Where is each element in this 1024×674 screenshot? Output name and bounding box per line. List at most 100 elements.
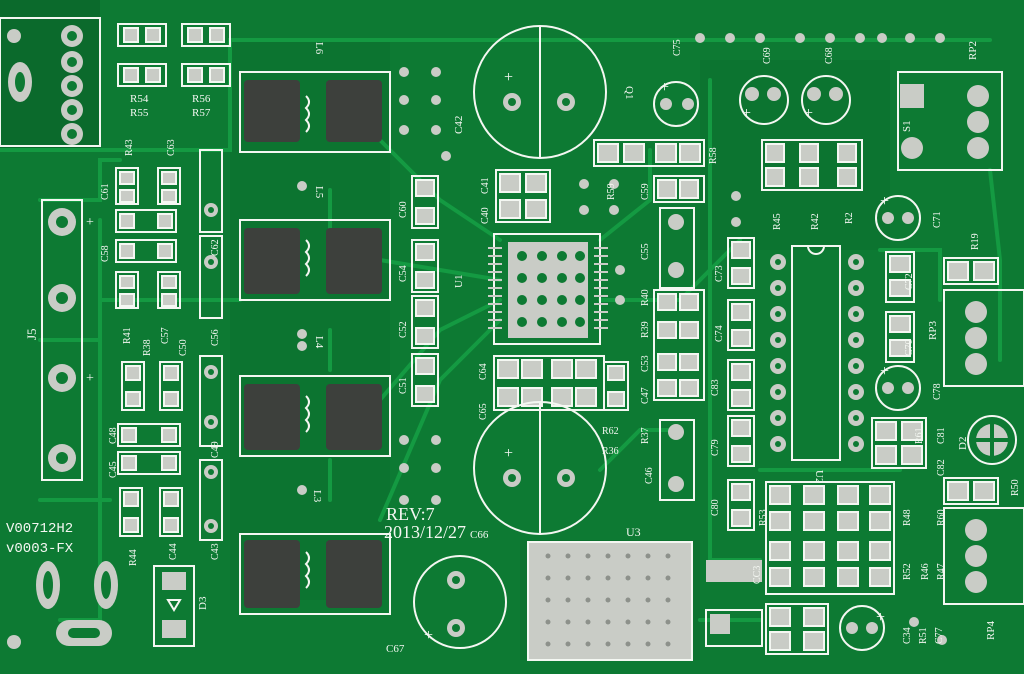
label-r43: R43 [124, 139, 135, 156]
board-code-line-1: V00712H2 [6, 521, 73, 537]
label-c33: CC3 [752, 566, 763, 584]
label-r60: R60 [936, 509, 947, 526]
label-r48: R48 [902, 509, 913, 526]
label-rp3: RP3 [927, 321, 939, 340]
label-c46: C46 [644, 467, 655, 484]
label-c74: C74 [714, 325, 725, 342]
label-c34: C34 [902, 627, 913, 644]
svg-text:+: + [880, 193, 889, 210]
top-left-header [0, 17, 101, 147]
bottom-left-oval-pads [36, 561, 118, 646]
svg-text:+: + [876, 609, 885, 626]
chip-u2 [770, 245, 864, 461]
label-r57: R57 [192, 107, 211, 119]
svg-text:+: + [504, 69, 513, 86]
label-r47: R47 [936, 563, 947, 580]
label-r59: R59 [606, 183, 617, 200]
label-c58: C58 [100, 245, 111, 262]
label-r55: R55 [130, 107, 149, 119]
label-rp2: RP2 [967, 41, 979, 60]
label-c68: C68 [824, 47, 835, 64]
label-r56: R56 [192, 93, 211, 105]
label-l3: L3 [311, 490, 323, 503]
label-c54: C54 [398, 265, 409, 282]
label-c64: C64 [478, 363, 489, 380]
label-c53: C53 [640, 355, 651, 372]
smd-parts-center [411, 169, 629, 411]
label-r54: R54 [130, 93, 149, 105]
chip-u3 [527, 541, 763, 661]
smd-parts-right [593, 139, 999, 655]
label-c66: C66 [470, 529, 489, 541]
label-c52: C52 [398, 321, 409, 338]
svg-text:+: + [804, 105, 813, 122]
plus-marks: + + + + + + + + + [424, 69, 889, 644]
label-r38: R38 [142, 339, 153, 356]
svg-text:+: + [424, 627, 433, 644]
label-c83: C83 [710, 379, 721, 396]
label-c70: C70 [904, 339, 915, 356]
label-c81: C81 [936, 427, 947, 444]
label-u3: U3 [626, 525, 641, 539]
label-c40: C40 [480, 207, 491, 224]
label-c75: C75 [672, 39, 683, 56]
svg-text:+: + [504, 445, 513, 462]
chip-u1 [488, 233, 608, 345]
label-c65: C65 [478, 403, 489, 420]
label-c62: C62 [210, 239, 221, 256]
label-r37: R37 [640, 427, 651, 444]
vias [7, 29, 947, 649]
svg-text:+: + [742, 105, 751, 122]
label-c73: C73 [714, 265, 725, 282]
label-c41: C41 [480, 177, 491, 194]
date-label: 2013/12/27 [384, 522, 466, 542]
label-c82: C82 [936, 459, 947, 476]
label-r46: R46 [920, 563, 931, 580]
label-r45: R45 [772, 213, 783, 230]
label-l5: L5 [313, 186, 325, 199]
inductor-l5 [239, 219, 391, 301]
label-r51: R51 [918, 627, 929, 644]
label-d2: D2 [957, 437, 969, 450]
svg-text:+: + [880, 363, 889, 380]
label-c80: C80 [710, 499, 721, 516]
label-c77: C77 [934, 627, 945, 644]
label-c57: C57 [160, 327, 171, 344]
label-c50: C50 [178, 339, 189, 356]
label-c56: C56 [210, 329, 221, 346]
label-c71: C71 [932, 211, 943, 228]
label-d3: D3 [197, 596, 209, 610]
label-u2: U2 [813, 470, 825, 483]
label-r52: R52 [902, 563, 913, 580]
label-r41: R41 [122, 327, 133, 344]
label-c63: C63 [166, 139, 177, 156]
label-c78: C78 [932, 383, 943, 400]
label-l6: L6 [313, 42, 325, 55]
plus-mark: + [86, 371, 94, 386]
label-l4: L4 [313, 336, 325, 349]
smd-parts-left [115, 23, 231, 541]
label-c48: C48 [108, 427, 119, 444]
label-r19: R19 [970, 233, 981, 250]
electrolytic-capacitors [413, 25, 921, 651]
label-r61: R61 [914, 427, 925, 444]
label-c67: C67 [386, 643, 405, 655]
label-c49: C49 [210, 441, 221, 458]
label-r40: R40 [640, 289, 651, 306]
label-r62: R62 [602, 426, 619, 437]
label-c55: C55 [640, 243, 651, 260]
label-r2: R2 [844, 212, 855, 224]
connector-j5: J5 + + [24, 199, 94, 481]
diode-d3 [153, 565, 195, 647]
revision-label: REV:7 [386, 504, 435, 524]
silkscreen-labels: L6 L5 L4 L3 U1 U2 U3 D2 D3 Q1 S1 RP4 RP2… [100, 39, 1021, 655]
label-r53: R53 [758, 509, 769, 526]
label-c79: C79 [710, 439, 721, 456]
label-j5: J5 [24, 328, 39, 340]
label-r58: R58 [708, 147, 719, 164]
label-r42: R42 [810, 213, 821, 230]
label-c72: C72 [904, 273, 915, 290]
label-c69: C69 [762, 47, 773, 64]
label-c44: C44 [168, 543, 179, 560]
